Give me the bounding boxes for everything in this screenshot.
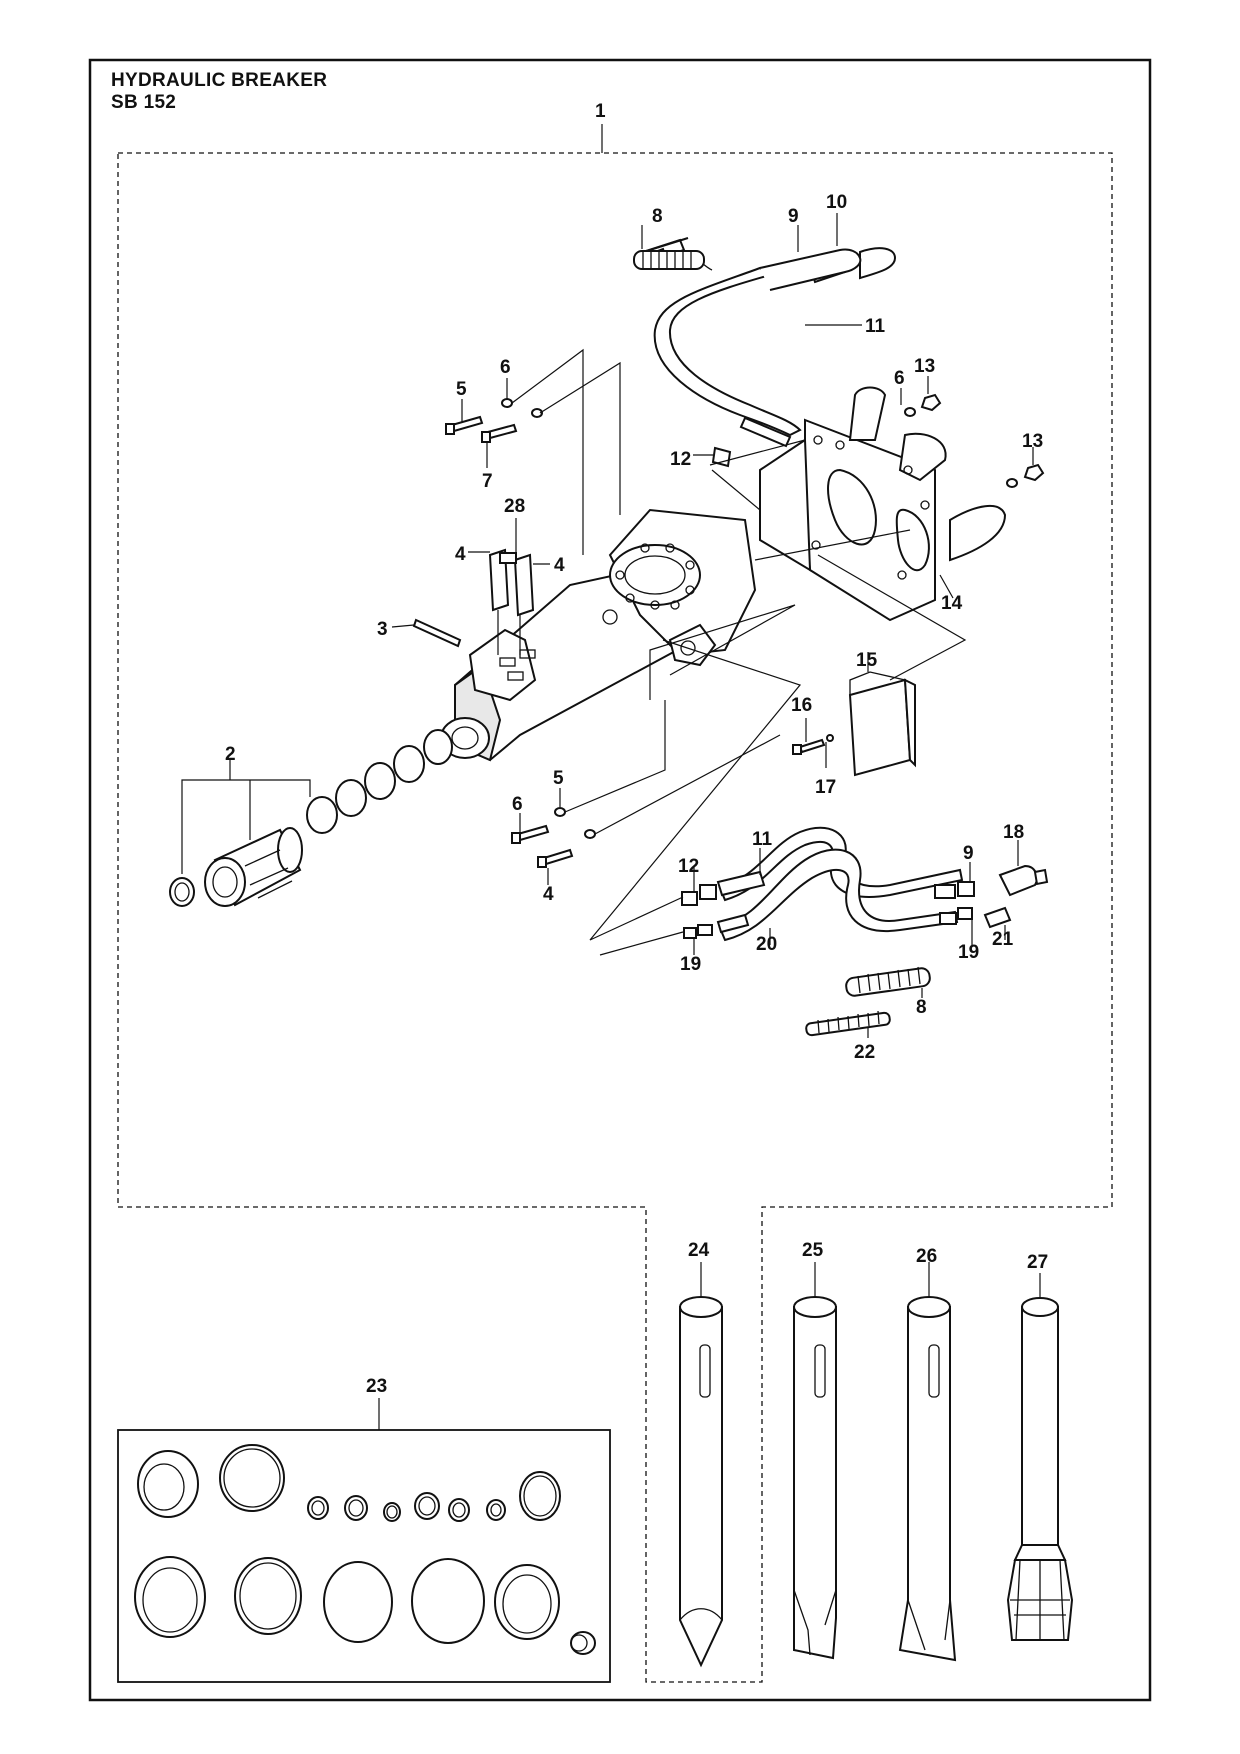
callout-3: 3 [377, 619, 388, 640]
callout-4-key-right: 4 [554, 555, 565, 576]
callout-6-lower: 6 [512, 794, 523, 815]
top-bolts-5-6-7 [445, 348, 621, 555]
part-26-spade-chisel [898, 1262, 957, 1662]
part-24-moil-point [679, 1262, 723, 1668]
part-2-front-bush [169, 729, 453, 907]
callout-14: 14 [941, 593, 963, 614]
callout-5-top: 5 [456, 379, 467, 400]
callout-16: 16 [791, 695, 812, 716]
lower-sleeves [805, 966, 931, 1038]
part-27-compactor-tool [1006, 1273, 1074, 1641]
callout-18: 18 [1003, 822, 1024, 843]
callout-21: 21 [992, 929, 1014, 950]
callout-13-top: 13 [914, 356, 935, 377]
callout-4-lower-bolt: 4 [543, 884, 554, 905]
callout-24: 24 [688, 1240, 710, 1261]
callout-10: 10 [826, 192, 847, 213]
callout-28: 28 [504, 496, 525, 517]
part-15-cover-plate [792, 652, 916, 777]
callout-13-right: 13 [1022, 431, 1043, 452]
callout-8-top: 8 [652, 206, 663, 227]
callout-6-bracket: 6 [894, 368, 905, 389]
callout-19-left: 19 [680, 954, 701, 975]
upper-hose-assembly [633, 213, 897, 511]
part-23-seal-kit [117, 1398, 611, 1683]
callout-8-lower: 8 [916, 997, 927, 1018]
callout-20: 20 [756, 934, 777, 955]
callout-23: 23 [366, 1376, 387, 1397]
callout-19-right: 19 [958, 942, 979, 963]
part-14-bracket [754, 376, 1045, 681]
page-frame [88, 58, 1152, 1702]
callout-6-top: 6 [500, 357, 511, 378]
callout-26: 26 [916, 1246, 937, 1267]
callout-11-lower: 11 [752, 829, 773, 850]
part-4-keys [468, 518, 550, 655]
part-3-pin [391, 618, 462, 648]
callout-2: 2 [225, 744, 236, 765]
model-number: SB 152 [111, 92, 177, 113]
callout-22: 22 [854, 1042, 875, 1063]
lower-hose-assembly [589, 639, 1049, 956]
lower-bolts-4-5-6 [511, 604, 796, 885]
breaker-housing [440, 508, 757, 762]
callout-11-top: 11 [865, 316, 886, 337]
callout-27: 27 [1027, 1252, 1048, 1273]
callout-7: 7 [482, 471, 493, 492]
callout-12-lower: 12 [678, 856, 699, 877]
callout-9-lower: 9 [963, 843, 974, 864]
diagram-title: HYDRAULIC BREAKER [111, 70, 328, 91]
callout-4-key-left: 4 [455, 544, 466, 565]
assembly-boundary [117, 152, 1113, 1683]
callout-9-top: 9 [788, 206, 799, 227]
callout-25: 25 [802, 1240, 824, 1261]
part-25-chisel [793, 1262, 837, 1660]
callout-17: 17 [815, 777, 836, 798]
callout-5-lower: 5 [553, 768, 564, 789]
callout-15: 15 [856, 650, 878, 671]
callout-12-top: 12 [670, 449, 691, 470]
callout-1: 1 [595, 101, 606, 122]
